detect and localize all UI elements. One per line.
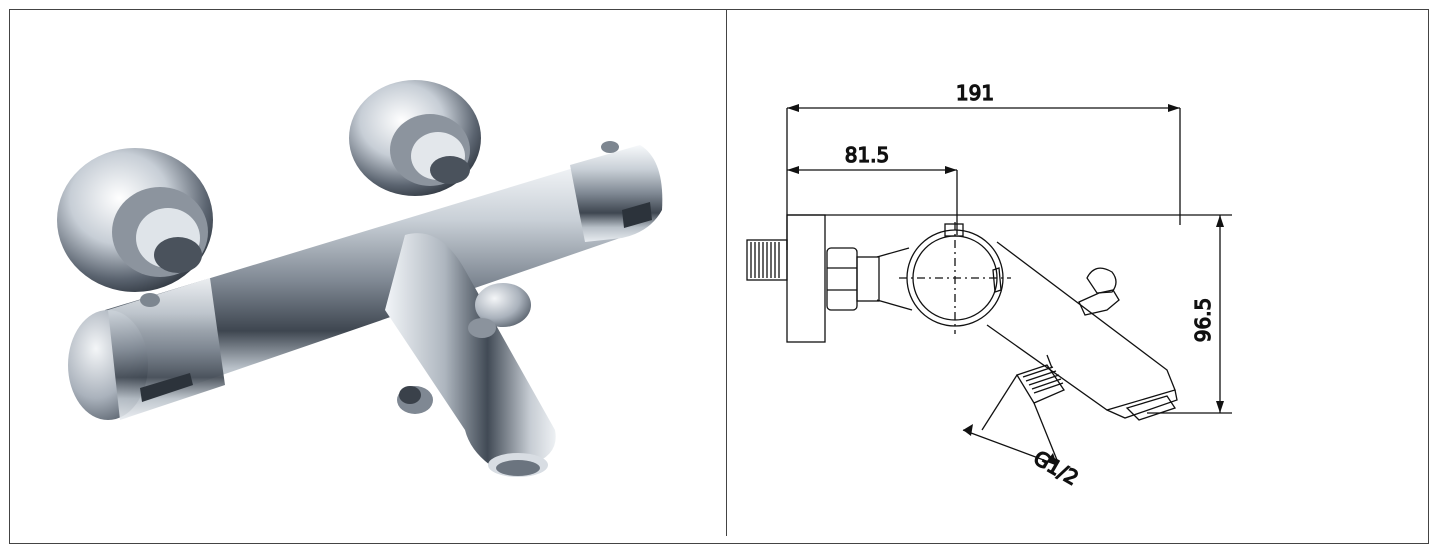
temperature-handle <box>570 141 663 242</box>
wall-connector <box>746 214 826 343</box>
shower-outlet <box>397 386 433 414</box>
dimension-outlet-offset: 81.5 <box>787 142 958 235</box>
bath-spout <box>385 233 556 477</box>
dimension-overall-width-label: 191 <box>956 81 994 105</box>
diverter-knob <box>468 283 531 338</box>
dimension-drawing: 191 81.5 96.5 <box>746 80 1232 491</box>
technical-drawing: 191 81.5 96.5 <box>727 10 1428 536</box>
shower-outlet-outline: G1/2 <box>962 354 1083 491</box>
left-wall-flange <box>57 148 213 292</box>
spout-outline <box>876 241 1178 421</box>
faucet-illustration <box>57 80 663 477</box>
dimension-height-label: 96.5 <box>1191 298 1215 343</box>
product-photo <box>10 10 725 536</box>
dimension-height: 96.5 <box>787 214 1232 414</box>
right-wall-flange <box>349 80 481 196</box>
diverter-outline <box>1078 267 1120 316</box>
body-section <box>899 222 1011 334</box>
flow-handle <box>68 278 225 420</box>
dimension-outlet-offset-label: 81.5 <box>845 143 890 167</box>
panel-divider <box>726 9 727 536</box>
mixer-body <box>105 157 659 405</box>
hex-nut <box>826 247 880 311</box>
thread-size-label: G1/2 <box>1030 446 1083 491</box>
